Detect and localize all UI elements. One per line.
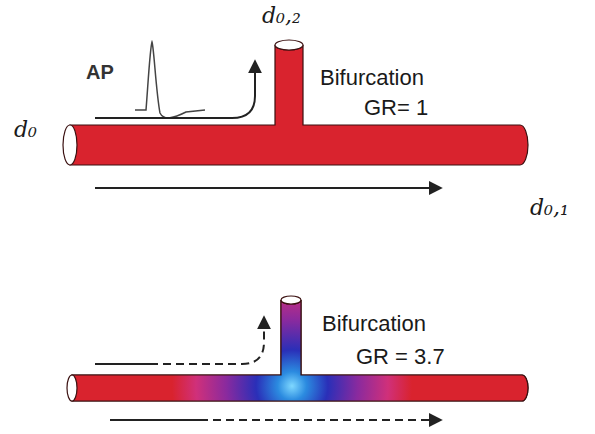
propagation-arrow-main — [95, 187, 440, 189]
diameter-label: d₀,₂ — [262, 4, 301, 27]
axon-top — [63, 40, 528, 165]
section-title: Bifurcation — [320, 66, 424, 89]
action-potential-trace — [135, 42, 205, 118]
propagation-arrow-branch — [95, 62, 255, 118]
diameter-label: d₀ — [14, 118, 37, 141]
blocked-arrow-branch-dashed — [150, 318, 264, 364]
blocked-arrow-main-dashed — [200, 419, 440, 421]
geometric-ratio: GR = 3.7 — [356, 345, 445, 368]
axon-bottom — [67, 296, 528, 401]
blocked-arrow-main-solid — [110, 419, 200, 421]
blocked-arrow-branch-solid — [95, 363, 150, 365]
section-title: Bifurcation — [322, 312, 426, 335]
diameter-label: d₀,₁ — [530, 196, 569, 219]
signal-label: AP — [86, 62, 114, 83]
geometric-ratio: GR= 1 — [364, 96, 428, 119]
